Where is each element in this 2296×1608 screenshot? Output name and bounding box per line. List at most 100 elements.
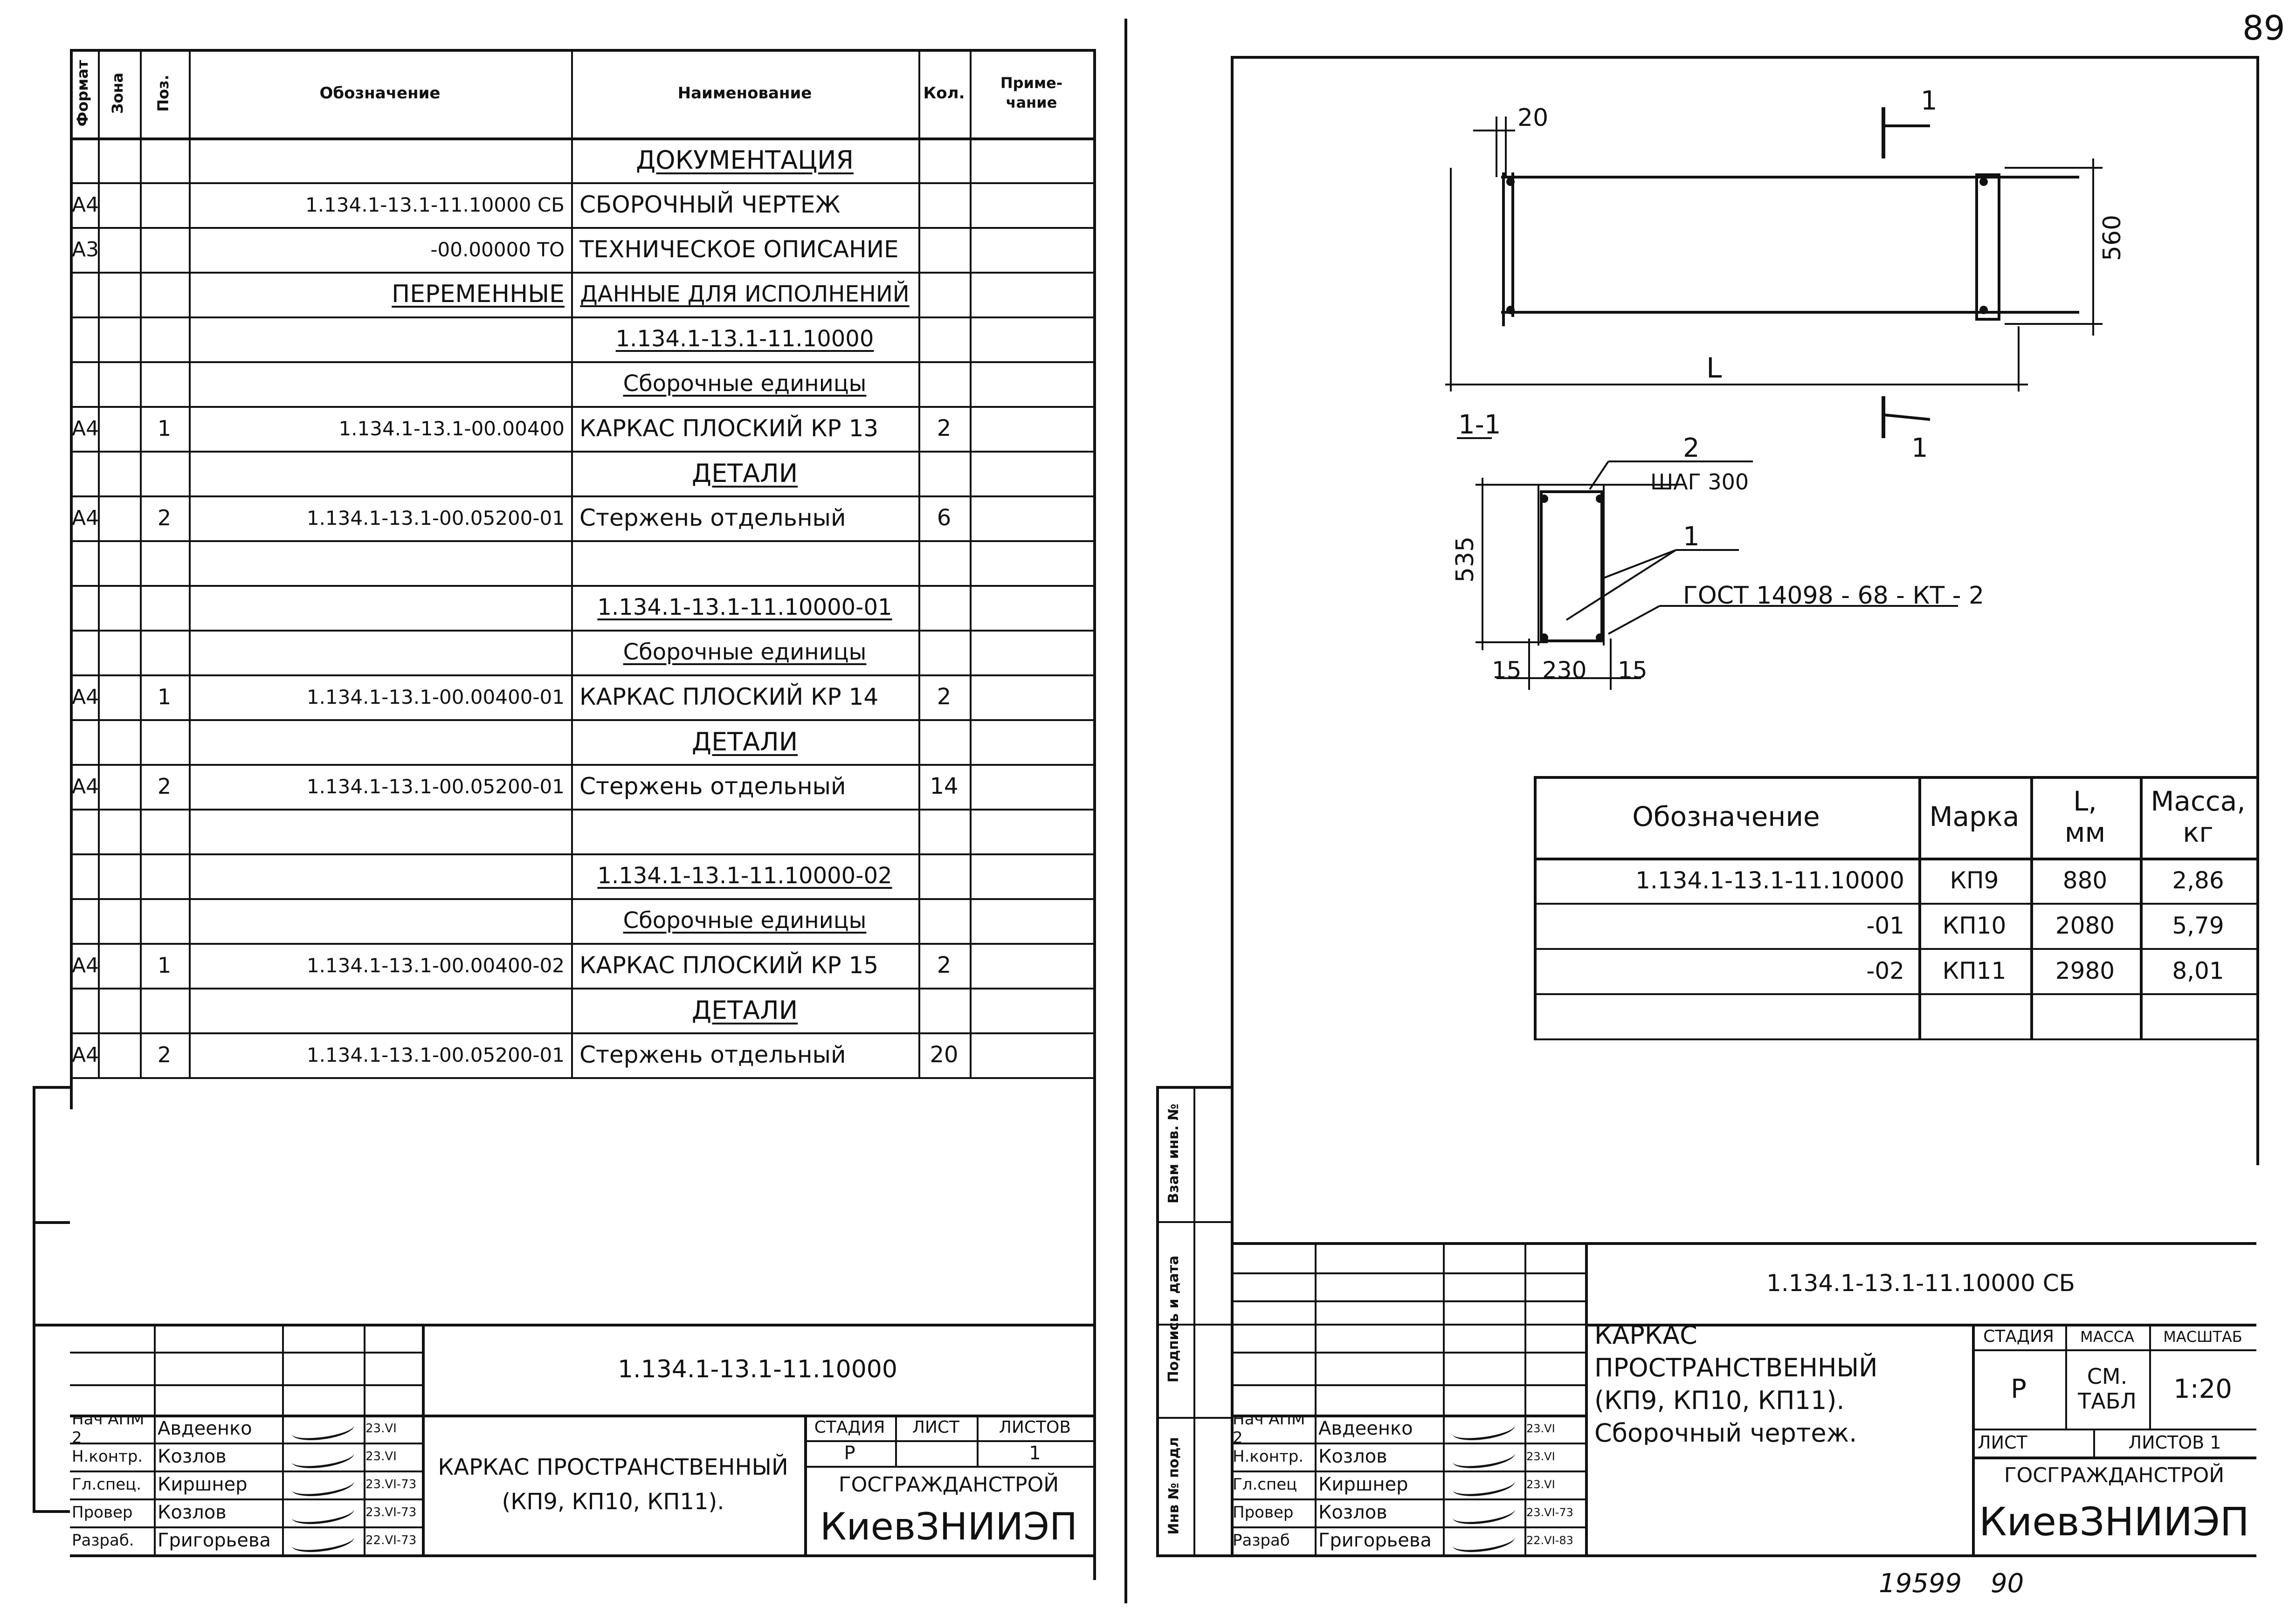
tb-stage: Р	[2011, 1374, 2027, 1404]
spec-cell-name: Стержень отдельный	[579, 1041, 846, 1068]
mark-cell-mark	[1918, 993, 2030, 1038]
tb-date: 23.VI	[365, 1450, 397, 1464]
spec-cell-name	[571, 809, 918, 853]
spec-cell-name: ТЕХНИЧЕСКОЕ ОПИСАНИЕ	[579, 236, 899, 263]
tb-role: Провер	[72, 1503, 133, 1522]
tb-title: КАРКАС ПРОСТРАНСТВЕННЫЙ (КП9, КП10, КП11…	[1594, 1324, 1878, 1445]
tb-sheet-label: ЛИСТ	[912, 1418, 960, 1437]
spec-cell-pos	[140, 227, 189, 272]
spec-cell-format	[70, 719, 98, 764]
tb-line	[1972, 1349, 2256, 1351]
tb-date: 23.VI	[1526, 1450, 1555, 1463]
spec-cell-pos	[140, 853, 189, 898]
spec-row-line	[70, 853, 1093, 855]
spec-header-qty: Кол.	[923, 84, 965, 103]
spec-row-line	[70, 316, 1093, 318]
tb-col	[2149, 1324, 2151, 1429]
spec-cell-format	[70, 853, 98, 898]
spec-cell-designation: 1.134.1-13.1-00.05200-01	[306, 775, 565, 798]
mark-header-mass: Масса, кг	[2151, 785, 2246, 848]
side-strip	[33, 1086, 35, 1510]
spec-cell-designation	[189, 898, 571, 943]
tb-date: 22.VI-73	[365, 1533, 417, 1547]
side-strip	[1156, 1221, 1231, 1223]
spec-row-line	[70, 674, 1093, 676]
side-strip	[33, 1510, 70, 1513]
tb-mass-label: МАССА	[2080, 1327, 2135, 1346]
mark-col-line	[2256, 776, 2259, 1038]
spec-cell-pos: 1	[157, 684, 172, 709]
signature-mark	[1451, 1527, 1517, 1556]
dim-535: 535	[1451, 536, 1479, 583]
spec-row-line	[70, 809, 1093, 811]
spec-cell-pos	[140, 272, 189, 316]
spec-row-line	[70, 540, 1093, 542]
side-strip	[1156, 1324, 1231, 1326]
spec-row-line	[70, 406, 1093, 408]
spec-row-line	[70, 764, 1093, 766]
section-mark-top: 1	[1921, 86, 1937, 116]
tb-name: Козлов	[1318, 1446, 1387, 1467]
spec-cell-qty	[918, 630, 970, 674]
spec-cell-format	[70, 809, 98, 853]
tb-stage-label: СТАДИЯ	[814, 1418, 885, 1437]
dim-15-left: 15	[1492, 657, 1522, 684]
mark-cell-mass: 5,79	[2172, 912, 2224, 939]
signature-mark	[290, 1443, 356, 1472]
tb-line	[1231, 1384, 1585, 1386]
spec-header-note: Приме- чание	[1000, 74, 1063, 111]
spec-cell-pos	[140, 719, 189, 764]
spec-cell-qty: 14	[930, 773, 958, 799]
spec-cell-qty	[918, 988, 970, 1032]
spec-col-line	[1093, 49, 1096, 1077]
tb-col	[1443, 1242, 1445, 1554]
spec-row-line	[70, 898, 1093, 900]
spec-cell-qty	[918, 451, 970, 495]
tb-col	[1585, 1242, 1588, 1554]
signature-mark	[1451, 1499, 1517, 1528]
tb-col	[804, 1415, 807, 1554]
spec-cell-designation	[189, 988, 571, 1032]
spec-cell-pos: 1	[157, 953, 172, 978]
spec-cell-format: А4	[72, 685, 98, 709]
sheet-divider	[1124, 19, 1127, 1603]
spec-cell-format	[70, 630, 98, 674]
spec-cell-qty	[918, 316, 970, 361]
mark-header-length: L, мм	[2064, 785, 2106, 848]
tb-name: Киршнер	[158, 1474, 248, 1495]
tb-name: Григорьева	[158, 1530, 271, 1551]
frame-left	[1231, 56, 1234, 1554]
spec-cell-name: Сборочные единицы	[623, 639, 867, 665]
page-number: 89	[2242, 8, 2285, 48]
spec-cell-designation: 1.134.1-13.1-00.05200-01	[306, 506, 565, 529]
spec-cell-format: А4	[72, 506, 98, 530]
spec-cell-qty: 2	[937, 684, 951, 710]
side-strip	[33, 1221, 70, 1224]
tb-date: 23.VI-73	[365, 1477, 417, 1491]
spec-cell-qty	[918, 719, 970, 764]
spec-cell-name: КАРКАС ПЛОСКИЙ КР 15	[579, 952, 879, 979]
spec-cell-qty: 20	[930, 1042, 958, 1068]
tb-line	[1972, 1429, 2256, 1430]
spec-cell-pos	[140, 540, 189, 585]
frame-left	[70, 1077, 73, 1109]
spec-cell-pos	[140, 137, 189, 182]
spec-cell-name: ДЕТАЛИ	[691, 995, 798, 1025]
spec-cell-name: Стержень отдельный	[579, 773, 846, 800]
tb-people-line	[1231, 1471, 1585, 1472]
tb-line	[804, 1440, 1093, 1442]
tb-col	[1972, 1324, 1975, 1554]
spec-cell-qty	[918, 182, 970, 227]
tb-role: Нач АПМ 2	[72, 1415, 145, 1443]
tb-people-line	[1231, 1443, 1585, 1444]
spec-row-line	[70, 272, 1093, 274]
tb-scale: 1:20	[2173, 1374, 2232, 1404]
tb-col	[282, 1324, 284, 1554]
spec-cell-name: Сборочные единицы	[623, 371, 867, 397]
tb-name: Киршнер	[1318, 1474, 1408, 1495]
tb-line	[1231, 1300, 1585, 1302]
side-label-inv_podl: Инв № подл	[1165, 1436, 1182, 1535]
pitch-label: ШАГ 300	[1650, 469, 1749, 495]
spec-cell-name: ДЕТАЛИ	[691, 727, 798, 756]
spec-cell-pos	[140, 898, 189, 943]
